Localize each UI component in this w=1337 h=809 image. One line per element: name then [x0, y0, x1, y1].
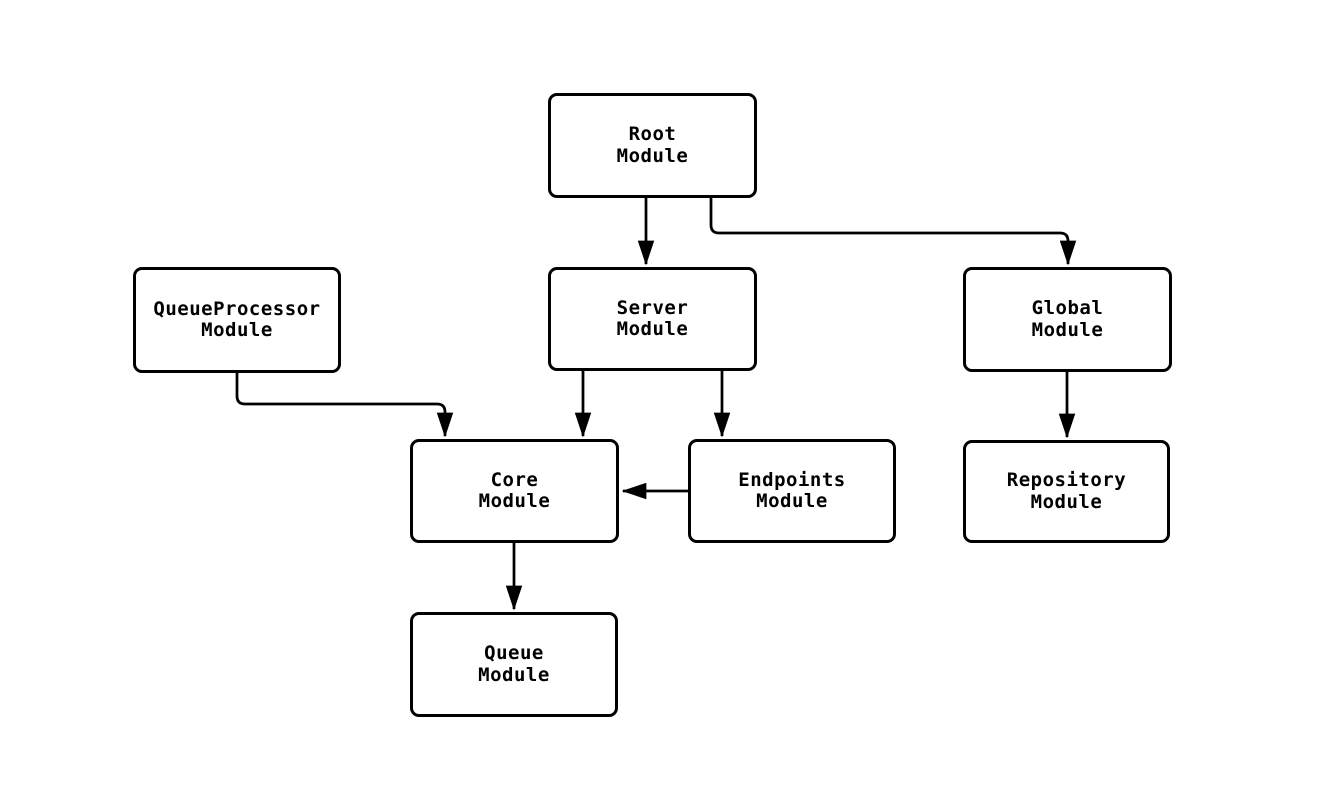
node-label: Module	[756, 490, 828, 512]
node-label: Endpoints	[738, 468, 846, 491]
node-queue-module: Queue Module	[410, 612, 618, 717]
node-server-module: Server Module	[548, 267, 757, 371]
node-label: Module	[1030, 490, 1103, 513]
node-label: Module	[478, 663, 550, 686]
node-label: Module	[201, 319, 273, 341]
node-label: Global	[1031, 297, 1104, 319]
edge-root-to-global	[709, 198, 1077, 266]
node-label: Queue	[484, 642, 544, 664]
node-queueprocessor-module: QueueProcessor Module	[133, 267, 341, 373]
node-label: Root	[628, 123, 677, 145]
node-global-module: Global Module	[963, 267, 1172, 372]
node-label: Module	[1031, 318, 1104, 341]
node-root-module: Root Module	[548, 93, 757, 198]
node-label: Module	[478, 490, 551, 512]
node-label: QueueProcessor	[153, 297, 321, 320]
node-label: Server	[616, 296, 689, 319]
node-label: Repository	[1006, 469, 1127, 491]
node-label: Core	[490, 468, 539, 491]
node-endpoints-module: Endpoints Module	[688, 439, 896, 543]
node-repository-module: Repository Module	[963, 440, 1170, 543]
node-label: Module	[616, 144, 689, 167]
edge-queueprocessor-to-core	[235, 373, 454, 438]
node-core-module: Core Module	[410, 439, 619, 543]
node-label: Module	[616, 318, 689, 340]
